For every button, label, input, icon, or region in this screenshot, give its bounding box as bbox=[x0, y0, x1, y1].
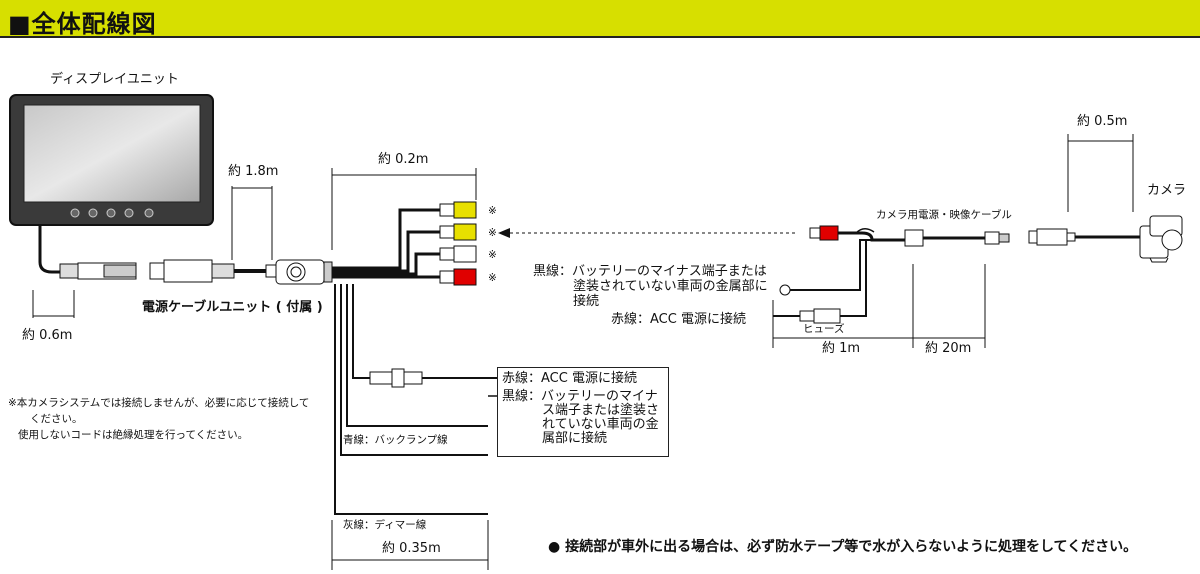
length-20m: 約 20m bbox=[925, 341, 972, 356]
length-0-5m: 約 0.5m bbox=[1077, 114, 1128, 129]
footnote-line-1: ※本カメラシステムでは接続しませんが、必要に応じて接続して bbox=[8, 397, 310, 409]
red-wire-power-note: 赤線：ACC 電源に接続 bbox=[502, 371, 637, 386]
black-wire-power-note-2: ス端子または塗装さ bbox=[542, 403, 660, 418]
black-wire-camera-note-2: 塗装されていない車両の金属部に bbox=[573, 279, 768, 294]
display-unit bbox=[9, 94, 214, 226]
note-mark-1: ※ bbox=[488, 205, 497, 217]
black-wire-power-note-3: れていない車両の金 bbox=[542, 417, 659, 432]
display-unit-label: ディスプレイユニット bbox=[50, 72, 179, 87]
waterproof-note: ● 接続部が車外に出る場合は、必ず防水テープ等で水が入らないように処理をしてくだ… bbox=[548, 539, 1138, 555]
footnote-line-2: ください。 bbox=[30, 413, 83, 425]
page-title: ■全体配線図 bbox=[8, 10, 157, 38]
length-1-8m: 約 1.8m bbox=[228, 164, 279, 179]
length-0-2m: 約 0.2m bbox=[378, 152, 429, 167]
note-mark-2: ※ bbox=[488, 227, 497, 239]
power-wire-notes-box: 赤線：ACC 電源に接続 黒線：バッテリーのマイナ ス端子または塗装さ れていな… bbox=[497, 367, 669, 457]
black-wire-camera-note-3: 接続 bbox=[573, 294, 600, 309]
length-0-6m: 約 0.6m bbox=[22, 328, 73, 343]
camera-cable-label: カメラ用電源・映像ケーブル bbox=[876, 209, 1012, 221]
black-wire-power-note-1: 黒線：バッテリーのマイナ bbox=[502, 389, 658, 404]
footnote-line-3: 使用しないコードは絶縁処理を行ってください。 bbox=[18, 429, 249, 441]
gray-wire-label: 灰線：ディマー線 bbox=[343, 519, 427, 531]
note-mark-3: ※ bbox=[488, 249, 497, 261]
power-cable-unit-label: 電源ケーブルユニット ( 付属 ) bbox=[142, 300, 323, 315]
note-mark-4: ※ bbox=[488, 272, 497, 284]
blue-wire-label: 青線：バックランプ線 bbox=[343, 434, 448, 446]
camera-unit bbox=[1028, 215, 1183, 263]
camera-label: カメラ bbox=[1147, 183, 1187, 198]
red-wire-camera-note: 赤線：ACC 電源に接続 bbox=[611, 312, 746, 327]
length-1m: 約 1m bbox=[822, 341, 861, 356]
black-wire-power-note-4: 属部に接続 bbox=[542, 431, 608, 446]
fuse-label: ヒューズ bbox=[803, 323, 845, 335]
black-wire-camera-note-1: 黒線：バッテリーのマイナス端子または bbox=[533, 264, 767, 279]
header-bar: ■全体配線図 bbox=[0, 0, 1200, 38]
length-0-35m: 約 0.35m bbox=[382, 541, 441, 556]
